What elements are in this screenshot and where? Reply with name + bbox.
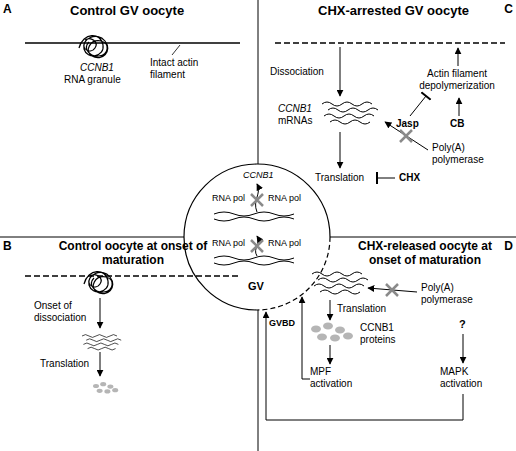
stroke [266,312,463,420]
stroke [330,300,331,320]
label: CCNB1 [243,170,274,180]
stroke [340,132,341,168]
label: RNA pol [212,238,245,248]
symbol-copy [322,102,378,124]
label: Poly(A) polymerase [432,142,502,165]
stroke [340,47,341,96]
label: Translation [40,358,89,370]
stroke [25,275,240,277]
label: A [3,3,12,17]
symbol-copy [386,284,398,296]
label: Dissociation [270,66,324,78]
symbol-copy [82,335,121,350]
label: Control GV oocyte [70,4,184,19]
symbol-copy [79,36,108,58]
label: B [3,240,12,254]
label: CHX-arrested GV oocyte [318,4,469,19]
label: Translation [337,303,386,315]
label: Intact actin filament [150,57,212,80]
label: GVBD [269,318,295,328]
symbol-copy [400,130,412,142]
label: RNA granule [64,74,121,86]
stroke [214,212,294,221]
label: CCNB1 proteins [360,322,420,345]
label: mRNAs [278,115,312,127]
stroke [214,256,294,265]
stroke [100,298,101,328]
stroke [463,334,464,363]
stroke [410,96,426,116]
stroke [100,352,101,376]
symbol-copy [251,240,263,252]
label: MAPK activation [440,366,500,389]
label: RNA pol [268,193,301,203]
label: CHX [399,172,420,184]
label: Actin filament depolymerization [404,68,510,91]
symbol-copy [312,272,368,294]
label: ? [459,318,466,331]
label: CCNB1 [278,103,312,115]
label: Onset of dissociation [34,300,96,323]
stroke [330,345,331,364]
stroke [458,48,459,66]
stroke [459,98,460,116]
label: CB [450,118,464,130]
stroke [172,45,180,55]
symbol-copy [84,272,113,294]
label: CCNB1 [80,62,114,74]
stroke [257,237,330,310]
stroke [377,178,395,179]
label: RNA pol [212,193,245,203]
label: Control oocyte at onset of maturation [58,240,208,268]
label: MPF activation [310,366,370,389]
label: RNA pol [268,238,301,248]
stroke [302,297,310,379]
stroke [184,164,330,310]
label: GV [248,280,264,293]
label: C [504,3,513,17]
label: CHX-released oocyte at onset of maturati… [345,240,505,268]
label: Translation [315,172,364,184]
label: Jasp [396,118,419,130]
symbol-copy [93,382,118,393]
symbol-copy [311,323,353,342]
label: Poly(A) polymerase [421,282,491,305]
stroke [25,42,240,44]
symbol-copy [251,194,263,206]
stroke [275,42,505,44]
label: D [504,240,513,254]
